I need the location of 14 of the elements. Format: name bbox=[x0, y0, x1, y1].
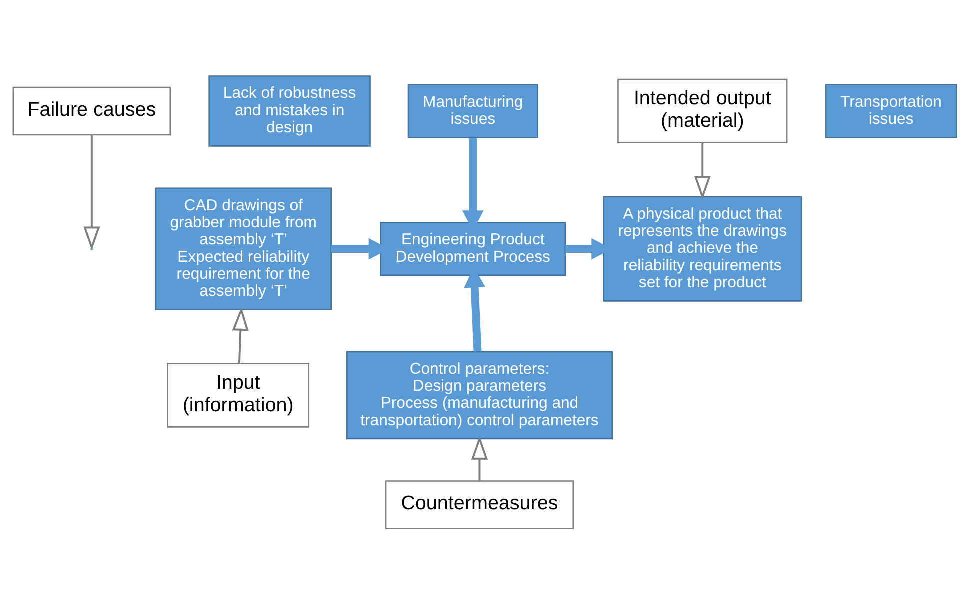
node-box: Input (information) bbox=[167, 362, 310, 428]
node-box: Control parameters: Design parameters Process (manufacturing and transportation) control parameters bbox=[346, 350, 613, 440]
node-box: Failure causes bbox=[12, 86, 172, 136]
node-box: CAD drawings of grabber module from assembly ‘T’ Expected reliability requirement for the assembly ‘T’ bbox=[155, 187, 332, 310]
arrow bbox=[471, 436, 488, 480]
node-box: A physical product that represents the drawings and achieve the reliability requirements set for the product bbox=[603, 196, 802, 302]
node-box: Intended output (material) bbox=[618, 78, 788, 144]
node-box: Lack of robustness and mistakes in design bbox=[208, 75, 371, 146]
node-box: Manufacturing issues bbox=[408, 84, 538, 138]
arrow bbox=[694, 142, 711, 200]
arrow bbox=[232, 306, 249, 364]
node-box: Engineering Product Development Process bbox=[380, 222, 566, 276]
node-box: Transportation issues bbox=[825, 84, 958, 138]
node-box: Countermeasures bbox=[385, 480, 574, 529]
